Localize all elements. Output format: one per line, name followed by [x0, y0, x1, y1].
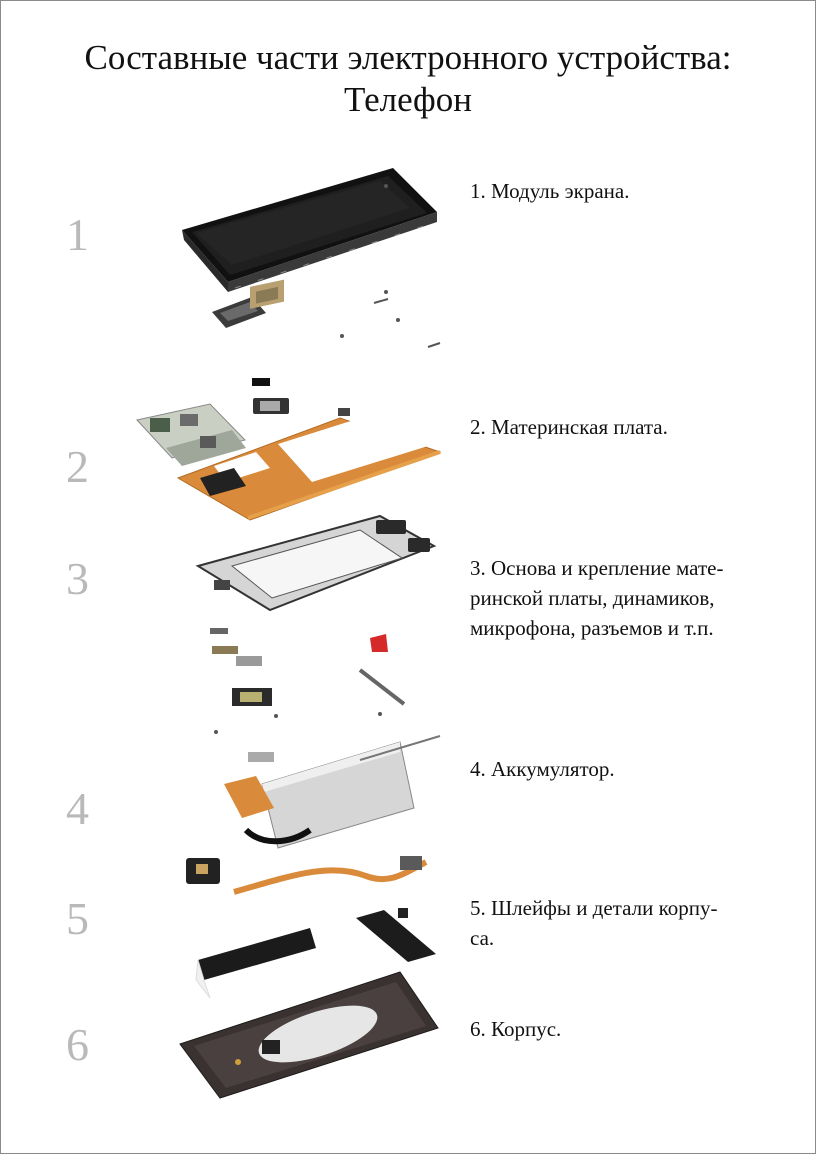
page-title-line2: Телефон: [344, 80, 472, 119]
step-number-5: 5: [66, 893, 89, 944]
label-motherboard: 2. Материнская плата.: [470, 415, 668, 439]
motherboard: [136, 403, 442, 521]
display-module: [182, 168, 437, 292]
back-housing: [179, 971, 439, 1099]
cables-and-housing-parts: [186, 856, 436, 999]
step-number-2: 2: [66, 441, 89, 492]
label-battery: 4. Аккумулятор.: [470, 757, 615, 781]
label-cables-and-parts: 5. Шлейфы и детали корпу- са.: [470, 896, 718, 950]
label-display-module: 1. Модуль экрана.: [470, 179, 630, 203]
mid-frame: [195, 514, 437, 612]
label-housing: 6. Корпус.: [470, 1017, 562, 1041]
step-number-4: 4: [66, 783, 89, 834]
battery: [224, 735, 441, 849]
step-number-6: 6: [66, 1019, 89, 1070]
small-parts-middle: [210, 628, 406, 734]
small-parts-upper: [212, 279, 441, 414]
step-number-3: 3: [66, 553, 89, 604]
page-title-line1: Составные части электронного устройства:: [84, 38, 732, 77]
step-number-1: 1: [66, 209, 89, 260]
label-frame: 3. Основа и крепление мате- ринской плат…: [470, 556, 724, 640]
